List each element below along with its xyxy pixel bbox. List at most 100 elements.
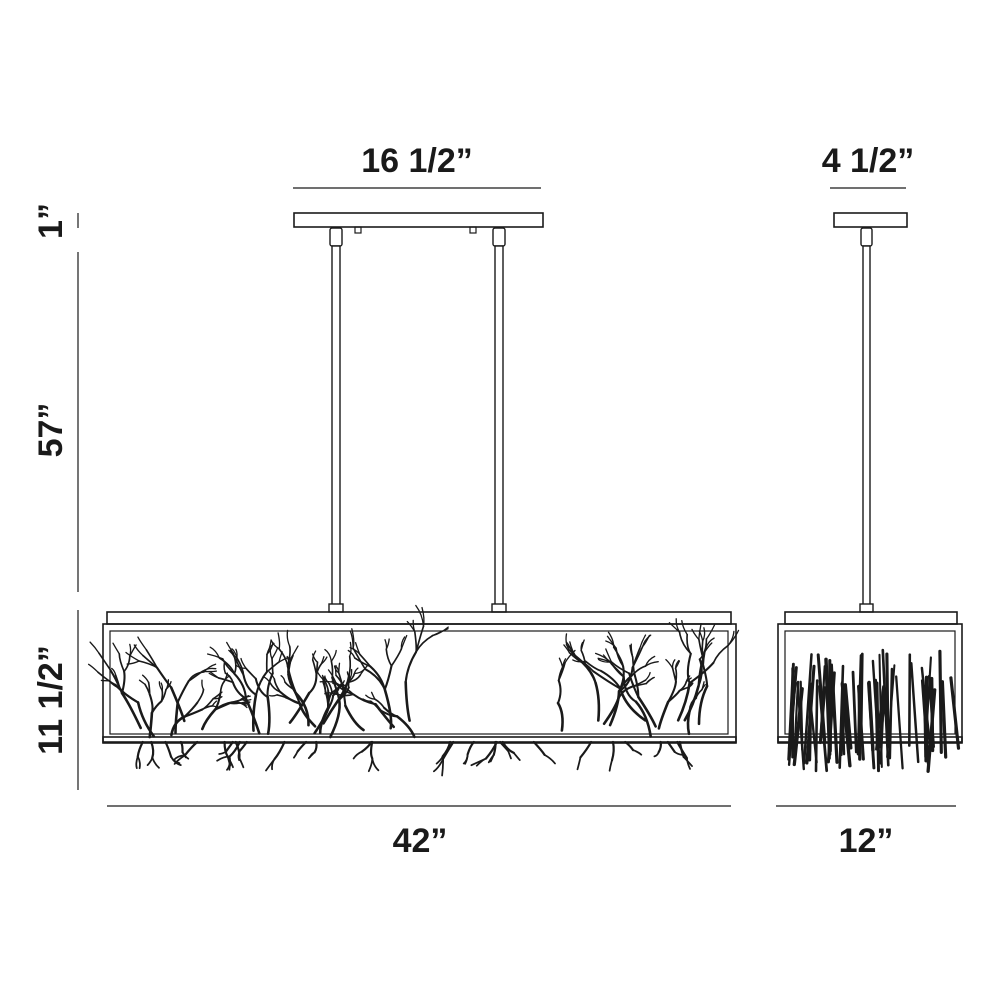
side-top-plate [784, 611, 958, 625]
branch-segment [322, 676, 325, 684]
branch-segment [136, 701, 156, 738]
branch-segment [341, 684, 347, 707]
branch-segment [678, 740, 685, 759]
branch-segment [385, 638, 390, 651]
branch-segment [98, 652, 112, 671]
branch-segment [610, 661, 631, 675]
branch-segment [608, 759, 613, 772]
rod-connector-right [492, 227, 506, 247]
rod-base-right [491, 603, 507, 613]
branch-segment [271, 646, 279, 660]
branch-segment [219, 680, 226, 695]
branch-segment [286, 645, 291, 667]
branch-segment [415, 604, 425, 627]
branch-segment [147, 681, 151, 696]
branch-segment [320, 656, 325, 665]
branch-segment [160, 688, 167, 703]
branch-segment [634, 700, 652, 738]
front-canopy [293, 212, 544, 228]
branch-segment [338, 662, 341, 674]
branch-segment [641, 634, 651, 648]
branch-segment [87, 663, 99, 673]
branch-segment [231, 648, 238, 659]
branch-segment [226, 641, 234, 654]
branch-segment [572, 659, 587, 663]
branch-segment [657, 700, 670, 730]
branch-segment [155, 666, 173, 689]
stick-segment [816, 653, 827, 744]
branch-segment [681, 620, 688, 636]
branch-segment [435, 755, 444, 765]
branch-segment [331, 676, 341, 702]
branch-segment [686, 652, 692, 685]
branch-segment [365, 694, 376, 700]
branch-segment [293, 750, 299, 759]
branch-segment [644, 655, 656, 667]
suspension-rod-right [494, 245, 504, 607]
branch-segment [324, 676, 330, 685]
branch-segment [286, 665, 298, 695]
body-height-label: 11 1/2” [32, 645, 70, 755]
branch-segment [369, 740, 374, 760]
branch-segment [112, 642, 120, 655]
branch-segment [125, 651, 140, 662]
branch-segment [512, 752, 521, 761]
branch-segment [221, 657, 236, 675]
branch-segment [150, 700, 163, 714]
branch-segment [315, 669, 324, 680]
branch-segment [245, 667, 257, 680]
branch-segment [148, 711, 154, 739]
body-length-label: 42” [393, 822, 448, 860]
branch-segment [543, 754, 556, 765]
branch-segment [532, 740, 546, 756]
branch-segment [196, 688, 205, 704]
branch-segment [111, 667, 117, 676]
stick-segment [843, 683, 853, 750]
front-outer-frame [102, 623, 737, 743]
stick-segment [940, 680, 948, 759]
branch-segment [201, 705, 214, 711]
branch-segment [174, 700, 180, 734]
front-bottom-bar [102, 736, 737, 744]
branch-segment [507, 749, 512, 760]
branch-segment [630, 645, 634, 658]
branch-segment [129, 644, 137, 657]
branch-segment [671, 659, 676, 669]
branch-segment [266, 695, 271, 735]
branch-segment [353, 669, 365, 675]
stick-segment [949, 676, 961, 750]
side-view [777, 212, 963, 773]
branch-segment [217, 677, 234, 684]
branch-segment [359, 653, 372, 668]
branch-segment [187, 670, 204, 683]
branch-segment [676, 681, 691, 722]
branch-segment [501, 740, 515, 754]
suspension-rod-left [331, 245, 341, 607]
side-bottom-bar [777, 736, 963, 744]
branch-segment [673, 750, 683, 756]
branch-segment [170, 755, 181, 765]
branch-segment [727, 630, 735, 647]
stick-segment [808, 688, 818, 764]
branch-segment [271, 657, 274, 675]
stick-segment [879, 684, 886, 765]
branch-segment [442, 740, 455, 760]
branch-segment [328, 682, 333, 694]
branch-segment [238, 757, 245, 769]
branch-segment [683, 684, 700, 722]
branch-segment [216, 755, 231, 762]
branch-segment [400, 634, 408, 650]
side-suspension-rod [862, 245, 871, 607]
branch-segment [123, 655, 131, 673]
branch-segment [114, 683, 140, 704]
canopy-width-label: 16 1/2” [361, 142, 473, 180]
branch-segment [608, 690, 621, 727]
branch-segment [580, 639, 585, 652]
branch-segment [254, 670, 268, 696]
branch-segment [183, 740, 199, 757]
branch-segment [201, 679, 205, 691]
stick-segment [851, 670, 858, 754]
branch-segment [352, 750, 363, 760]
side-inner-frame [784, 630, 956, 735]
branch-segment [138, 679, 146, 686]
